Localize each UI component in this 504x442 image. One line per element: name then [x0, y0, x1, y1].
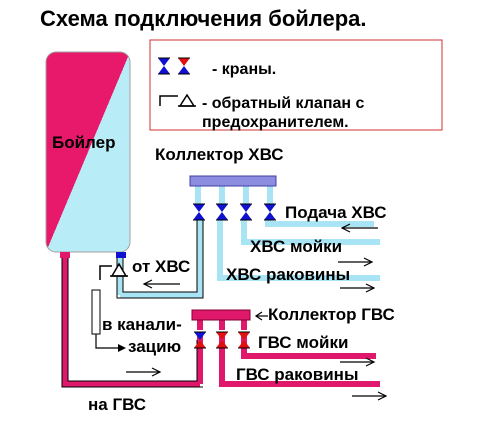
flow-arrows [126, 223, 388, 401]
legend-check-valve-line2: предохранителем. [202, 114, 349, 131]
cold-valve-2 [216, 203, 228, 221]
cold-water-pipes [117, 186, 380, 298]
diagram-title: Схема подключения бойлера. [40, 6, 367, 31]
hot-valve-2 [216, 331, 228, 349]
label-to-drain-line2: зацию [128, 337, 181, 356]
boiler-inlet-cold [116, 252, 126, 258]
drain-arrow [118, 344, 126, 352]
cold-valve-4 [264, 203, 276, 221]
arrow-hot-sink [340, 357, 376, 367]
legend-check-valve-icon [159, 93, 196, 107]
label-cold-washbasin: ХВС раковины [226, 265, 350, 284]
cold-valves [193, 203, 276, 221]
legend-check-valve-line1: - обратный клапан с [202, 95, 364, 112]
arrow-hot-manifold-label [254, 311, 268, 321]
cold-valve-1 [193, 203, 205, 221]
arrow-cold-sink [338, 257, 374, 267]
boiler: Бойлер [45, 51, 131, 258]
arrow-cold-washbasin [340, 283, 376, 293]
label-hot-washbasin: ГВС раковины [236, 365, 358, 384]
cold-manifold [189, 175, 277, 187]
boiler-body [45, 51, 131, 253]
label-cold-supply: Подача ХВС [285, 203, 387, 222]
hot-pipe-outlines [61, 258, 203, 388]
hot-valves [194, 331, 250, 349]
legend-frame [149, 39, 443, 131]
drain-pipe [91, 289, 126, 352]
legend-valves-label: - краны. [212, 61, 276, 78]
label-cold-sink: ХВС мойки [250, 237, 342, 256]
label-hot-sink: ГВС мойки [258, 333, 348, 352]
drain-pipe-segment [91, 289, 101, 335]
arrow-cold-supply [340, 223, 378, 233]
label-cold-manifold: Коллектор ХВС [155, 145, 284, 164]
label-hot-manifold: Коллектор ГВС [268, 305, 395, 324]
check-valve [99, 262, 128, 280]
cold-valve-3 [240, 203, 252, 221]
label-to-drain-line1: в канали- [102, 315, 182, 334]
arrow-to-hot [126, 367, 162, 377]
legend: - краны. - обратный клапан с предохранит… [149, 39, 443, 131]
label-from-cold: от ХВС [132, 257, 190, 276]
hot-valve-1 [194, 331, 206, 349]
legend-valve-icon-blue [158, 57, 170, 75]
boiler-outlet-hot [60, 252, 70, 258]
hot-manifold [191, 309, 251, 321]
legend-valve-icon-red [178, 57, 190, 75]
boiler-label: Бойлер [52, 133, 115, 152]
arrow-hot-washbasin [352, 391, 388, 401]
label-to-hot: на ГВС [88, 395, 146, 414]
hot-valve-3 [238, 331, 250, 349]
arrow-from-cold [142, 279, 180, 289]
